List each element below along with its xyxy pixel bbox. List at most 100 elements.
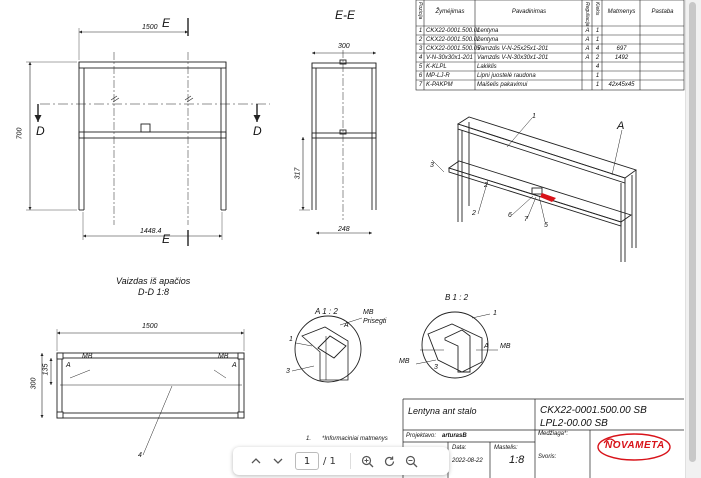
cut-label-d-right: D bbox=[253, 124, 262, 138]
parts-table-cell: Vamzdis V-N-25x25x1-201 bbox=[477, 46, 549, 52]
weld-mb-detail-a: MB bbox=[363, 309, 374, 316]
toolbar-divider bbox=[349, 453, 351, 469]
weight-label: Svoris: bbox=[538, 454, 557, 460]
pdf-toolbar: / 1 bbox=[233, 447, 449, 475]
parts-table-cell: K-PAKPM bbox=[426, 82, 453, 88]
parts-table-cell: CKX22-0001.500.01 bbox=[426, 28, 481, 34]
dim-width-bottom: 1448.4 bbox=[140, 228, 162, 235]
parts-table-cell: 7 bbox=[418, 82, 423, 88]
zoom-out-button[interactable] bbox=[401, 450, 423, 472]
weld-mb-plan-right: MB bbox=[218, 353, 229, 360]
weld-mb-detail-b: MB bbox=[500, 343, 511, 350]
th-kiekis: Kiekis bbox=[594, 2, 600, 16]
parts-table-cell: 1492 bbox=[614, 55, 629, 61]
rotate-icon bbox=[385, 456, 395, 466]
plan-view bbox=[40, 329, 245, 456]
page-number-input[interactable] bbox=[295, 452, 319, 470]
detail-b-callout-3: 3 bbox=[434, 364, 438, 371]
parts-table-cell: 1 bbox=[418, 28, 423, 34]
parts-table-cell: MP-LJ-R bbox=[426, 73, 450, 79]
weld-mb-plan-left: MB bbox=[82, 353, 93, 360]
th-pozicija: Pozicija bbox=[417, 2, 423, 20]
cut-label-d-left: D bbox=[36, 124, 45, 138]
detail-b bbox=[415, 311, 498, 379]
parts-table-cell: 42x45x45 bbox=[608, 82, 635, 88]
parts-table-cell: A bbox=[585, 28, 590, 34]
dim-depth: 300 bbox=[338, 43, 350, 50]
th-zymejimas: Žymėjimas bbox=[435, 9, 465, 15]
parts-table-cell: 2 bbox=[595, 55, 600, 61]
front-view bbox=[26, 18, 270, 246]
parts-table-cell: Lakiklis bbox=[477, 64, 497, 70]
designer-name: arturasB bbox=[442, 433, 467, 439]
title-block-grid bbox=[402, 398, 684, 478]
callout-4: 4 bbox=[138, 452, 142, 459]
rotate-button[interactable] bbox=[379, 450, 401, 472]
th-pavadinimas: Pavadinimas bbox=[511, 9, 547, 15]
weld-mb-detail-b-left: MB bbox=[399, 358, 410, 365]
parts-table-grid bbox=[415, 0, 685, 91]
view-subtitle: D-D 1:8 bbox=[138, 287, 170, 297]
dim-width-top: 1500 bbox=[142, 24, 158, 31]
drawing-code-2: LPL2-00.00 SB bbox=[540, 418, 608, 429]
brand-name: NOVAMETA bbox=[605, 440, 665, 451]
parts-table-cell: 1 bbox=[595, 28, 600, 34]
callout-7: 7 bbox=[524, 216, 528, 223]
dim-shelf-height: 317 bbox=[294, 167, 302, 180]
callout-a: A bbox=[617, 120, 625, 132]
parts-table-cell: 5 bbox=[418, 64, 423, 70]
weld-a-plan-right: A bbox=[232, 362, 237, 369]
section-view bbox=[299, 50, 377, 235]
parts-table-cell: 1 bbox=[595, 73, 600, 79]
drawing-title: Lentyna ant stalo bbox=[408, 406, 477, 416]
next-page-button[interactable] bbox=[267, 450, 289, 472]
parts-table-cell: 6 bbox=[418, 73, 423, 79]
parts-table-cell: 2 bbox=[418, 37, 423, 43]
chevron-down-icon bbox=[273, 458, 283, 464]
scale-value: 1:8 bbox=[509, 454, 525, 466]
novameta-logo bbox=[597, 433, 671, 461]
parts-table-cell: A bbox=[585, 46, 590, 52]
page-total: / 1 bbox=[323, 455, 336, 467]
zoom-in-button[interactable] bbox=[357, 450, 379, 472]
parts-table-cell: A bbox=[585, 55, 590, 61]
callout-1: 1 bbox=[532, 113, 536, 120]
callout-6: 6 bbox=[508, 212, 512, 219]
cut-label-e-top: E bbox=[162, 16, 171, 30]
dim-depth-bottom: 248 bbox=[338, 226, 350, 233]
date-value: 2022-08-22 bbox=[452, 458, 483, 464]
detail-a-callout-1: 1 bbox=[289, 336, 293, 343]
dim-plan-depth: 300 bbox=[30, 377, 38, 390]
zoom-out-icon bbox=[406, 455, 418, 467]
dim-height: 700 bbox=[16, 127, 24, 140]
section-label: E-E bbox=[335, 8, 356, 22]
detail-a-label: A 1 : 2 bbox=[315, 307, 338, 316]
prev-page-button[interactable] bbox=[245, 450, 267, 472]
zoom-in-icon bbox=[362, 455, 374, 467]
callout-5: 5 bbox=[544, 222, 548, 229]
date-label: Data: bbox=[452, 445, 467, 451]
isometric-view bbox=[431, 116, 637, 262]
dim-plan-width: 1500 bbox=[142, 323, 158, 330]
weld-a-plan-left: A bbox=[66, 362, 71, 369]
parts-table-cell: CKX22-0001.500.05 bbox=[426, 46, 481, 52]
weld-prisegti: Prisegti bbox=[363, 318, 387, 325]
parts-table-cell: 4 bbox=[595, 46, 600, 52]
cut-label-e-bottom: E bbox=[162, 232, 171, 246]
scale-label: Mastelis: bbox=[494, 445, 518, 451]
callout-2: 2 bbox=[472, 210, 476, 217]
callout-3: 3 bbox=[430, 162, 434, 169]
parts-table-cell: Vamzdis V-N-30x30x1-201 bbox=[477, 55, 549, 61]
scrollbar-thumb[interactable] bbox=[689, 2, 696, 462]
parts-table-cell: Lentyna bbox=[477, 37, 499, 43]
th-reguliacija: Reguliacija bbox=[584, 2, 590, 27]
th-pastaba: Pastaba bbox=[651, 9, 674, 15]
red-tape-mark bbox=[540, 193, 556, 202]
weld-a-detail-a: A bbox=[344, 322, 349, 329]
detail-b-callout-1: 1 bbox=[493, 310, 497, 317]
th-matmenys: Matmenys bbox=[607, 9, 636, 15]
parts-table-cell: Lentyna bbox=[477, 28, 499, 34]
parts-table-cell: V-N-30x30x1-201 bbox=[426, 55, 473, 61]
